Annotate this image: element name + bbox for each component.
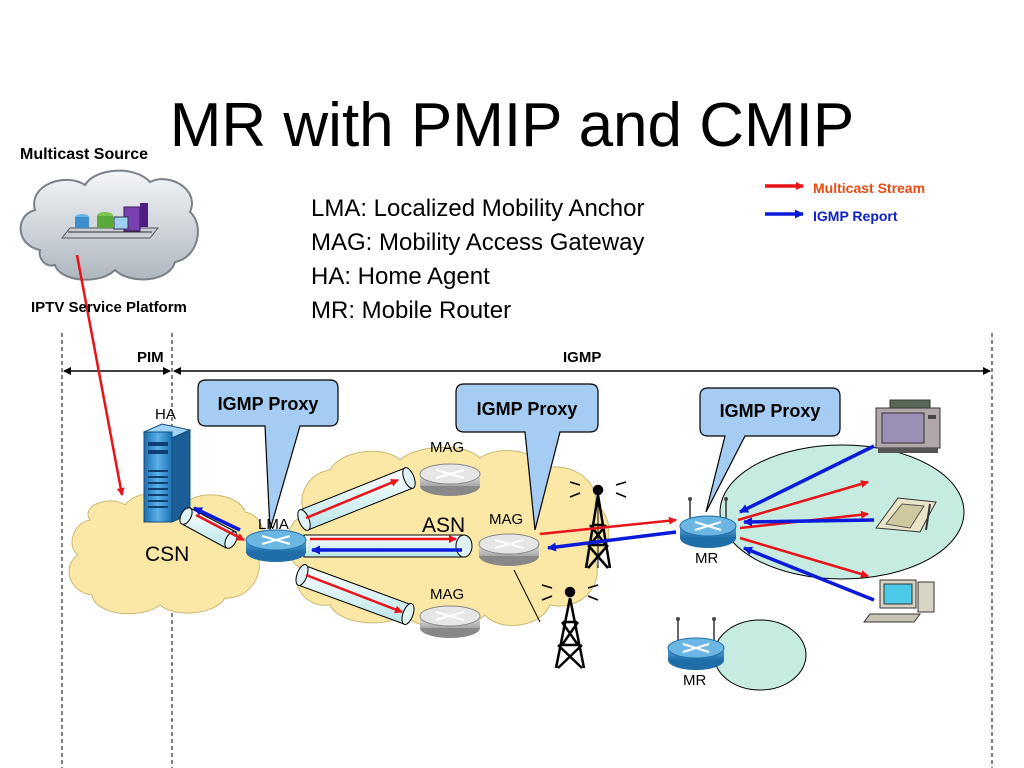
callout-mag-text: IGMP Proxy [476,399,578,419]
csn-label: CSN [145,543,190,566]
report-mr-to-mag [547,530,677,552]
igmp-label: IGMP [563,349,602,366]
multicast-source-label: Multicast Source [20,146,149,163]
definitions-list: LMA: Localized Mobility Anchor MAG: Mobi… [311,192,645,328]
callout-mr-igmp-proxy [699,387,841,513]
callout-mag-igmp-proxy [455,383,599,531]
mag-top-label: MAG [430,439,465,456]
report-phone-to-mr [743,517,875,527]
definition-mr: MR: Mobile Router [311,297,512,324]
stream-ha-to-lma [195,513,245,542]
mr-second-network-ellipse [713,619,807,691]
report-lma-to-ha [193,506,241,532]
stream-lma-to-mag-top [305,478,399,520]
mag-bottom-label: MAG [430,586,465,603]
stream-lma-to-mag-bottom [305,573,403,614]
mag-tower-link [513,569,541,623]
callout-mr-text: IGMP Proxy [719,401,821,421]
multicast-stream-arrows [75,254,869,614]
pim-label: PIM [137,349,164,366]
tunnel-ha-lma [179,507,238,549]
mr-main-label: MR [695,550,719,567]
mr-main-router [679,497,737,548]
page-title: MR with PMIP and CMIP [169,91,855,160]
stream-mag-to-mr [539,516,677,536]
lma-router [245,529,307,562]
mag-mid-router [478,533,540,566]
legend-multicast-label: Multicast Stream [813,180,926,196]
report-tv-to-mr [739,444,875,514]
report-pc-to-mr [743,546,875,602]
mag-mid-label: MAG [489,511,524,528]
tv-device-icon [875,399,941,453]
callout-lma-igmp-proxy [197,379,339,531]
asn-label: ASN [422,514,466,537]
mr-second-label: MR [683,672,707,689]
mr-second-router [667,617,725,670]
ha-label: HA [155,406,176,423]
mag-top-router [419,463,481,496]
radio-tower-lower [541,584,599,669]
mr-network-ellipse [719,444,965,580]
pc-device-icon [863,579,935,623]
definition-mag: MAG: Mobility Access Gateway [311,229,645,256]
lma-label: LMA [258,516,289,533]
stream-mr-to-pc [739,536,869,578]
multicast-source-cloud [19,169,199,281]
stream-source-to-ha [75,254,125,496]
definition-ha: HA: Home Agent [311,263,490,290]
legend-igmp-label: IGMP Report [813,208,898,224]
radio-tower-upper [569,481,627,569]
iptv-platform-label: IPTV Service Platform [31,299,187,316]
definition-lma: LMA: Localized Mobility Anchor [311,195,645,222]
ha-server [142,423,192,523]
phone-device-icon [875,497,937,533]
igmp-report-arrows [193,444,875,602]
stream-mr-to-tv [737,480,869,522]
callout-lma-text: IGMP Proxy [217,394,319,414]
mag-bottom-router [419,605,481,638]
